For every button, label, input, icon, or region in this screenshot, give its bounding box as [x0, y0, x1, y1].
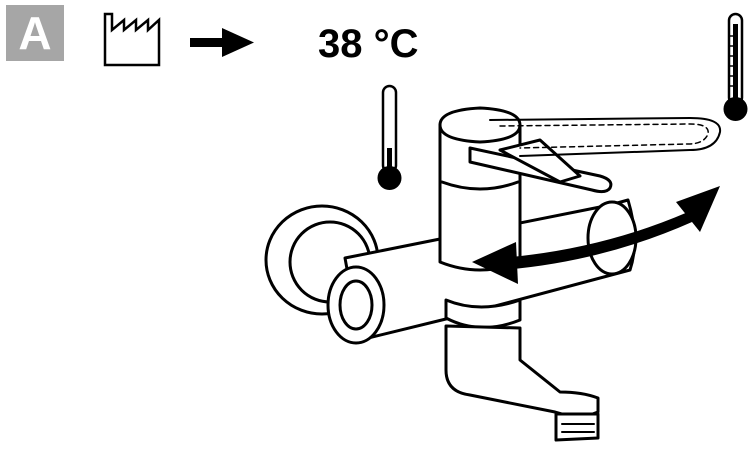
thermometer-hot-icon	[723, 12, 748, 121]
factory-icon	[103, 12, 161, 67]
rotation-arrow-icon	[472, 186, 720, 284]
mixer-tap-icon	[264, 106, 722, 442]
step-badge: A	[6, 5, 64, 61]
right-arrow-icon	[190, 28, 254, 57]
thermometer-cold-icon	[377, 84, 402, 190]
temperature-label: 38 °C	[318, 22, 419, 66]
